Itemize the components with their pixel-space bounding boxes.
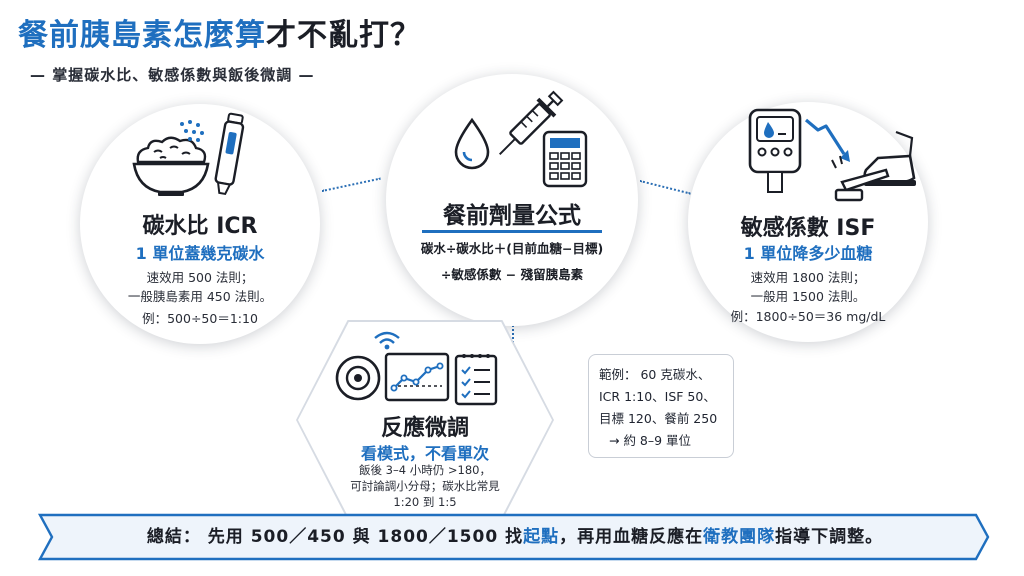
isf-line-1: 速效用 1800 法則； [750,270,866,285]
sparkle-dots-icon [180,120,204,142]
wifi-signal-icon [374,331,400,350]
feedback-line-3: 1:20 到 1:5 [393,495,457,509]
example-box: 範例： 60 克碳水、 ICR 1:10、ISF 50、 目標 120、餐前 2… [588,354,734,458]
isf-tagline: 1 單位降多少血糖 [743,244,873,263]
formula-heading: 餐前劑量公式 [443,203,581,229]
summary-highlight-start: 起點 [523,527,560,547]
title-highlight: 餐前胰島素怎麼算 [18,18,266,53]
formula-circle [386,74,638,326]
checklist-icon [454,354,498,406]
subtitle: — 掌握碳水比、敏感係數與飯後微調 — [30,66,315,84]
cgm-sensor-icon [335,355,381,401]
feedback-line-2: 可討論調小分母；碳水比常見 [350,479,500,493]
title-rest: 才不亂打？ [266,18,421,53]
icr-circle [80,104,320,344]
insulin-pen-icon [214,112,245,196]
connector-left [321,177,381,192]
isf-line-2: 一般用 1500 法則。 [750,289,866,304]
example-line-3: 目標 120、餐前 250 [599,411,718,426]
icr-tagline: 1 單位蓋幾克碳水 [135,244,265,263]
calculator-icon [542,130,588,188]
example-line-2: ICR 1:10、ISF 50、 [599,389,716,404]
feedback-line-1: 飯後 3–4 小時仍 >180， [359,463,491,477]
summary-text: 總結： 先用 500／450 與 1800／1500 找起點，再用血糖反應在衛教… [40,513,990,561]
icr-heading: 碳水比 ICR [142,214,258,239]
formula-underline [422,230,602,233]
line-chart-icon [384,352,450,402]
isf-circle [688,102,928,342]
connector-right [639,180,691,195]
glucose-meter-icon [748,108,802,193]
syringe-icon [499,90,564,155]
water-drop-icon [454,117,490,170]
icr-line-3: 例：500÷50＝1:10 [142,311,258,326]
formula-line-1: 碳水÷碳水比＋(目前血糖−目標) [420,241,604,256]
trend-down-arrow-icon [804,118,850,162]
example-line-4: → 約 8–9 單位 [609,433,692,448]
connector-down [512,322,514,358]
summary-highlight-team: 衛教團隊 [703,527,776,547]
feedback-heading: 反應微調 [380,416,469,441]
icr-line-2: 一般胰島素用 450 法則。 [127,289,273,304]
summary-part-3: 指導下調整。 [775,527,884,547]
example-line-1: 範例： 60 克碳水、 [599,367,711,382]
foot-pedal-icon [831,130,916,202]
summary-part-2: ，再用血糖反應在 [559,527,704,547]
page-title: 餐前胰島素怎麼算才不亂打？ [18,10,421,54]
rice-bowl-icon [132,136,210,196]
summary-part-1: 總結： 先用 500／450 與 1800／1500 找 [146,527,524,547]
icr-line-1: 速效用 500 法則； [146,270,254,285]
formula-line-2: ÷敏感係數 − 殘留胰島素 [440,267,584,282]
isf-heading: 敏感係數 ISF [740,216,876,241]
summary-ribbon [37,513,990,561]
feedback-tagline: 看模式，不看單次 [360,444,489,463]
isf-line-3: 例：1800÷50＝36 mg/dL [730,309,886,324]
